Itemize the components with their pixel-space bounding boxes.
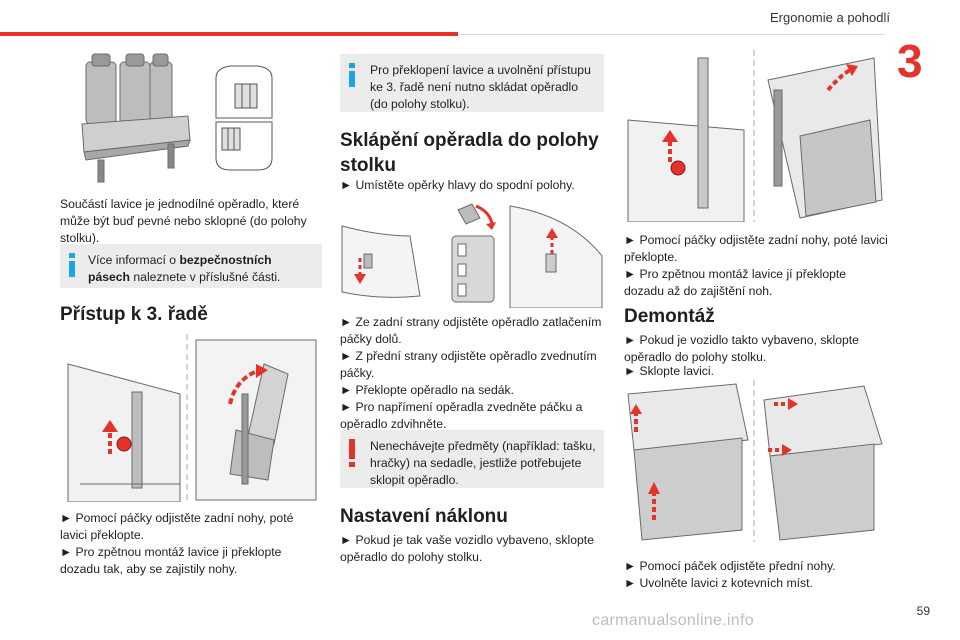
watermark: carmanualsonline.info — [592, 612, 754, 629]
bench-seat-figure — [70, 48, 320, 188]
warning-note-text: Nenechávejte předměty (například: tašku,… — [370, 439, 596, 487]
heading-removal: Demontáž — [624, 306, 715, 327]
heading-tilt-adjust: Nastavení náklonu — [340, 506, 508, 527]
instruction-front-release: ► Z přední strany odjistěte opěradlo zve… — [340, 349, 597, 380]
info-note-text: Pro překlopení lavice a uvolnění přístup… — [370, 63, 591, 111]
info-note-text: Více informací o bezpečnostních pásech n… — [88, 252, 314, 286]
access-third-row-figure — [60, 334, 322, 502]
info-note-link-term: bezpečnostních pásech — [88, 253, 272, 284]
instruction-refit-bench: ► Pro zpětnou montáž lavice ji překlopte… — [60, 545, 282, 576]
info-note-seatbelts: Více informací o bezpečnostních pásech n… — [60, 244, 322, 288]
warning-note-objects: Nenechávejte předměty (například: tašku,… — [340, 430, 604, 488]
legs-release-figure — [624, 50, 884, 222]
warning-icon — [349, 439, 355, 467]
instruction-refit-locks: ► Pro zpětnou montáž lavice jí překlopte… — [624, 267, 847, 298]
header-rule — [458, 34, 885, 35]
instruction-rear-release: ► Ze zadní strany odjistěte opěradlo zat… — [340, 315, 602, 346]
instruction-unlock-legs: ► Pomocí páčky odjistěte zadní nohy, pot… — [60, 511, 294, 542]
header-accent-bar — [0, 32, 458, 36]
info-note-pre: Více informací o — [88, 253, 180, 267]
page-number: 59 — [916, 604, 930, 618]
heading-access-third-row: Přístup k 3. řadě — [60, 304, 208, 325]
instruction-fold-to-table: ► Pokud je vozidlo takto vybaveno, sklop… — [624, 333, 859, 364]
info-note-no-fold: Pro překlopení lavice a uvolnění přístup… — [340, 54, 604, 112]
info-note-post: naleznete v příslušné části. — [130, 270, 281, 284]
removal-figure — [624, 380, 884, 542]
instruction-release-anchors: ► Uvolněte lavici z kotevních míst. — [624, 576, 813, 590]
backrest-release-figure — [340, 196, 604, 308]
info-icon — [349, 63, 355, 87]
instruction-fold-onto-seat: ► Překlopte opěradlo na sedák. — [340, 383, 514, 397]
instruction-unlock-legs-tilt: ► Pomocí páčky odjistěte zadní nohy, pot… — [624, 233, 888, 264]
instruction-raise-backrest: ► Pro napřímení opěradla zvedněte páčku … — [340, 400, 583, 431]
section-title: Ergonomie a pohodlí — [770, 10, 890, 25]
instruction-tilt-bench: ► Sklopte lavici. — [624, 364, 714, 378]
instruction-unlock-front-legs: ► Pomocí páček odjistěte přední nohy. — [624, 559, 836, 573]
instruction-tilt: ► Pokud je tak vaše vozidlo vybaveno, sk… — [340, 533, 594, 564]
bench-description: Součástí lavice je jednodílné opěradlo, … — [60, 197, 307, 245]
info-icon — [69, 253, 75, 277]
chapter-number: 3 — [897, 35, 923, 87]
heading-fold-backrest: Sklápění opěradla do polohy stolku — [340, 130, 599, 176]
instruction-headrests: ► Umístěte opěrky hlavy do spodní polohy… — [340, 178, 575, 192]
